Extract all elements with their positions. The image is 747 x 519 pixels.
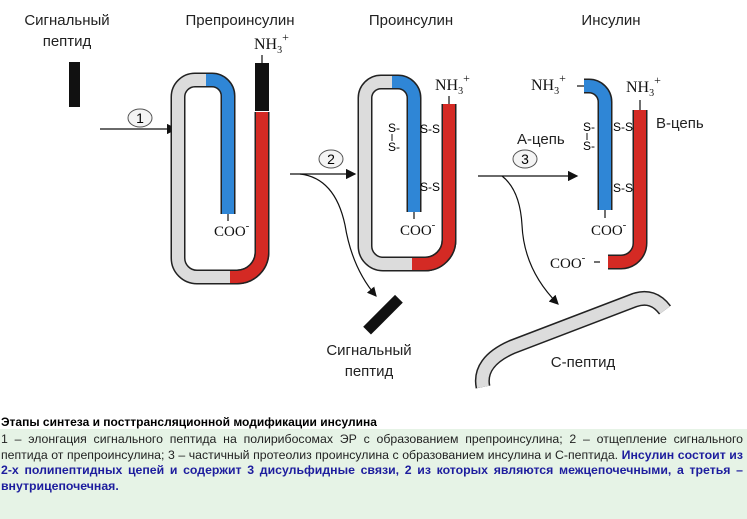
c-peptide-label: С-пептид — [551, 354, 616, 371]
caption-description: 1 – элонгация сигнального пептида на пол… — [1, 432, 743, 462]
preproinsulin-molecule — [170, 55, 270, 285]
insulin-label: Инсулин — [581, 12, 640, 29]
nh3-label-insulin-a-chain: NH3+ — [531, 71, 566, 97]
coo-label-insulin-b-chain: COO- — [550, 252, 586, 272]
step-2-label: 2 — [327, 151, 335, 167]
insulin-molecule — [577, 78, 648, 270]
disulfide-bond-insulin-1: S-S — [613, 120, 633, 134]
arrow-signal-peptide-release — [299, 173, 377, 297]
insulin-synthesis-diagram: Сигнальный пептид Препроинсулин Проинсул… — [24, 12, 704, 389]
nh3-label-proinsulin: NH3+ — [435, 71, 470, 97]
caption-title: Этапы синтеза и посттрансляционной модиф… — [1, 415, 377, 429]
caption-text: 1 – элонгация сигнального пептида на пол… — [1, 432, 743, 494]
disulfide-bond-insulin-2: S-S — [613, 181, 633, 195]
caption-background — [0, 429, 747, 519]
b-chain-label: В-цепь — [656, 115, 704, 132]
intrachain-s-proinsulin-bottom: S- — [388, 140, 400, 154]
a-chain-label: А-цепь — [517, 131, 565, 148]
signal-peptide-label-bottom-line2: пептид — [345, 363, 394, 380]
coo-label-proinsulin: COO- — [400, 219, 436, 239]
intrachain-s-insulin-top: S- — [583, 120, 595, 134]
nh3-label-insulin-b-chain: NH3+ — [626, 73, 661, 99]
preproinsulin-label: Препроинсулин — [185, 12, 294, 29]
signal-peptide-label-bottom-line1: Сигнальный — [326, 342, 411, 359]
disulfide-bond-proinsulin-1: S-S — [420, 122, 440, 136]
step-1-label: 1 — [136, 110, 144, 126]
coo-label-preproinsulin: COO- — [214, 220, 250, 240]
signal-peptide-bar — [69, 62, 80, 107]
caption-highlight: Инсулин состоит из 2-х полипептидных цеп… — [1, 447, 743, 493]
intrachain-s-proinsulin-top: S- — [388, 121, 400, 135]
step-3-label: 3 — [521, 151, 529, 167]
proinsulin-molecule — [357, 74, 457, 272]
step-1-circle — [127, 108, 153, 128]
proinsulin-label: Проинсулин — [369, 12, 453, 29]
step-3-circle — [512, 149, 538, 169]
nh3-label-preproinsulin: NH3+ — [254, 30, 289, 56]
disulfide-bond-proinsulin-2: S-S — [420, 180, 440, 194]
arrow-c-peptide-release — [501, 175, 559, 305]
step-2-circle — [318, 149, 344, 169]
signal-peptide-cleaved-bar — [363, 294, 403, 335]
signal-peptide-label-top-line1: Сигнальный — [24, 12, 109, 29]
signal-peptide-label-top-line2: пептид — [43, 33, 92, 50]
coo-label-insulin-a-chain: COO- — [591, 219, 627, 239]
intrachain-s-insulin-bottom: S- — [583, 139, 595, 153]
